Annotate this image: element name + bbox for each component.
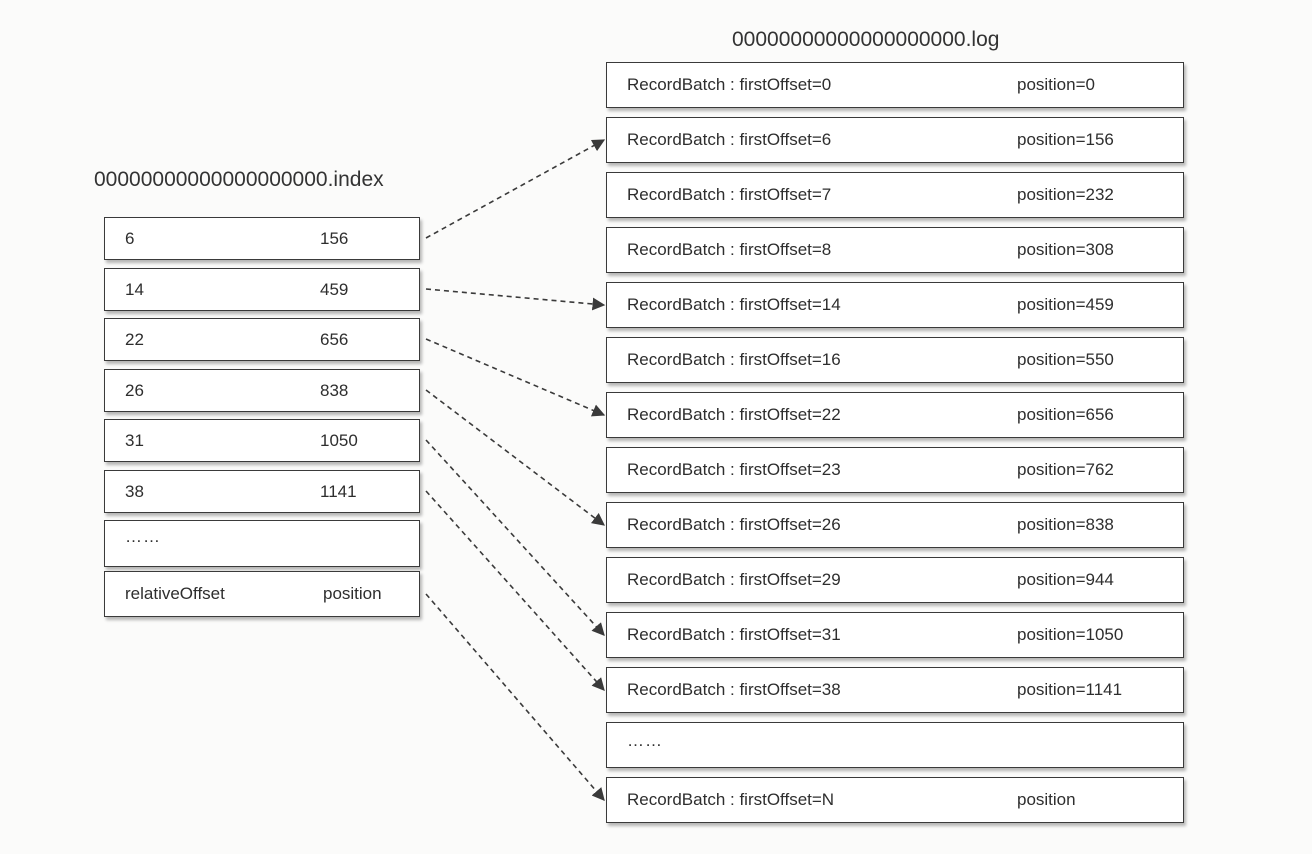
pointer-arrow: [425, 490, 605, 691]
index-ellipsis-row: ……: [104, 520, 420, 567]
log-batch-position: position=550: [1017, 350, 1114, 369]
index-relative-offset: 6: [125, 229, 135, 248]
pointer-arrow: [425, 338, 606, 417]
log-record-batch: RecordBatch : firstOffset=8 position=308: [606, 227, 1184, 273]
index-position: 1141: [320, 482, 357, 501]
log-batch-position: position=232: [1017, 185, 1114, 204]
index-position: 1050: [320, 431, 358, 450]
log-record-batch: RecordBatch : firstOffset=22 position=65…: [606, 392, 1184, 438]
log-batch-offset: RecordBatch : firstOffset=7: [627, 185, 832, 204]
index-entry: 6 156: [104, 217, 420, 260]
index-entry: 26 838: [104, 369, 420, 412]
index-position-label: position: [323, 584, 382, 603]
index-relative-offset: 26: [125, 381, 144, 400]
log-batch-offset: RecordBatch : firstOffset=8: [627, 240, 832, 259]
index-relative-offset: 38: [125, 482, 144, 501]
log-record-batch: RecordBatch : firstOffset=6 position=156: [606, 117, 1184, 163]
log-batch-offset: RecordBatch : firstOffset=29: [627, 570, 841, 589]
index-position: 156: [320, 229, 349, 248]
log-batch-offset: RecordBatch : firstOffset=16: [627, 350, 841, 369]
log-batch-position: position=156: [1017, 130, 1114, 149]
log-batch-offset: RecordBatch : firstOffset=N: [627, 790, 835, 809]
log-batch-position: position=838: [1017, 515, 1114, 534]
log-batch-offset: RecordBatch : firstOffset=26: [627, 515, 841, 534]
log-record-batch: RecordBatch : firstOffset=31 position=10…: [606, 612, 1184, 658]
log-batch-position: position=0: [1017, 75, 1095, 94]
log-ellipsis-row: ……: [606, 722, 1184, 768]
index-relative-offset-label: relativeOffset: [125, 584, 225, 603]
log-record-batch: RecordBatch : firstOffset=0 position=0: [606, 62, 1184, 108]
pointer-arrow: [425, 439, 605, 636]
pointer-arrow: [425, 593, 605, 801]
index-position: 838: [320, 381, 349, 400]
log-record-batch: RecordBatch : firstOffset=26 position=83…: [606, 502, 1184, 548]
index-relative-offset: 22: [125, 330, 144, 349]
log-record-batch: RecordBatch : firstOffset=14 position=45…: [606, 282, 1184, 328]
pointer-arrow: [425, 139, 606, 239]
log-record-batch: RecordBatch : firstOffset=16 position=55…: [606, 337, 1184, 383]
log-batch-position: position: [1017, 790, 1076, 809]
log-batch-position: position=459: [1017, 295, 1114, 314]
log-batch-position: position=656: [1017, 405, 1114, 424]
index-legend-row: relativeOffset position: [104, 571, 420, 617]
log-record-batch-last: RecordBatch : firstOffset=N position: [606, 777, 1184, 823]
log-batch-offset: RecordBatch : firstOffset=6: [627, 130, 832, 149]
log-file-title: 00000000000000000000.log: [732, 28, 1000, 51]
log-batch-offset: RecordBatch : firstOffset=14: [627, 295, 841, 314]
index-relative-offset: 31: [125, 431, 144, 450]
log-batch-position: position=308: [1017, 240, 1114, 259]
index-ellipsis: ……: [125, 527, 161, 546]
log-batch-offset: RecordBatch : firstOffset=38: [627, 680, 841, 699]
log-record-batch: RecordBatch : firstOffset=7 position=232: [606, 172, 1184, 218]
log-ellipsis: ……: [627, 731, 663, 750]
pointer-arrow: [425, 389, 606, 526]
index-entry: 38 1141: [104, 470, 420, 513]
index-position: 459: [320, 280, 349, 299]
log-record-batch: RecordBatch : firstOffset=38 position=11…: [606, 667, 1184, 713]
index-entry: 14 459: [104, 268, 420, 311]
log-batch-offset: RecordBatch : firstOffset=22: [627, 405, 841, 424]
index-relative-offset: 14: [125, 280, 144, 299]
log-record-batch: RecordBatch : firstOffset=29 position=94…: [606, 557, 1184, 603]
log-record-batch: RecordBatch : firstOffset=23 position=76…: [606, 447, 1184, 493]
log-batch-offset: RecordBatch : firstOffset=23: [627, 460, 841, 479]
log-batch-position: position=762: [1017, 460, 1114, 479]
pointer-arrow: [425, 288, 606, 311]
log-batch-offset: RecordBatch : firstOffset=0: [627, 75, 832, 94]
index-entry: 22 656: [104, 318, 420, 361]
index-file-title: 00000000000000000000.index: [94, 168, 384, 191]
log-batch-position: position=1141: [1017, 680, 1123, 699]
log-batch-position: position=1050: [1017, 625, 1124, 644]
log-batch-position: position=944: [1017, 570, 1114, 589]
index-position: 656: [320, 330, 349, 349]
index-entry: 31 1050: [104, 419, 420, 462]
log-batch-offset: RecordBatch : firstOffset=31: [627, 625, 841, 644]
